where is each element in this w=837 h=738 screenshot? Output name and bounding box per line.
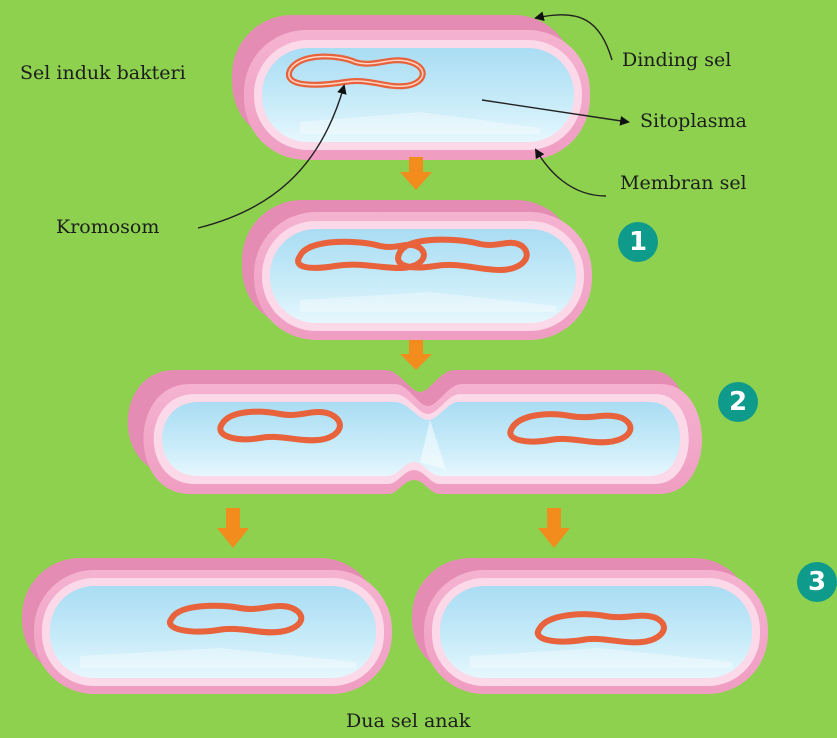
label-chromosome: Kromosom	[56, 218, 159, 237]
daughter-cell-left	[22, 558, 392, 694]
label-cytoplasm: Sitoplasma	[640, 112, 747, 131]
daughter-cell-right	[412, 558, 768, 694]
arrow-down-4	[538, 508, 570, 548]
step-badge-1: 1	[618, 222, 658, 262]
cell-step-2	[128, 370, 702, 494]
label-parent-cell: Sel induk bakteri	[20, 64, 186, 83]
label-cell-wall: Dinding sel	[622, 51, 731, 70]
arrow-down-1	[400, 157, 432, 190]
label-daughter-cells: Dua sel anak	[346, 712, 470, 731]
arrow-down-2	[400, 340, 432, 370]
step-badge-3: 3	[797, 562, 837, 602]
label-cell-membrane: Membran sel	[620, 174, 747, 193]
step-badge-2: 2	[718, 382, 758, 422]
arrow-down-3	[217, 508, 249, 548]
